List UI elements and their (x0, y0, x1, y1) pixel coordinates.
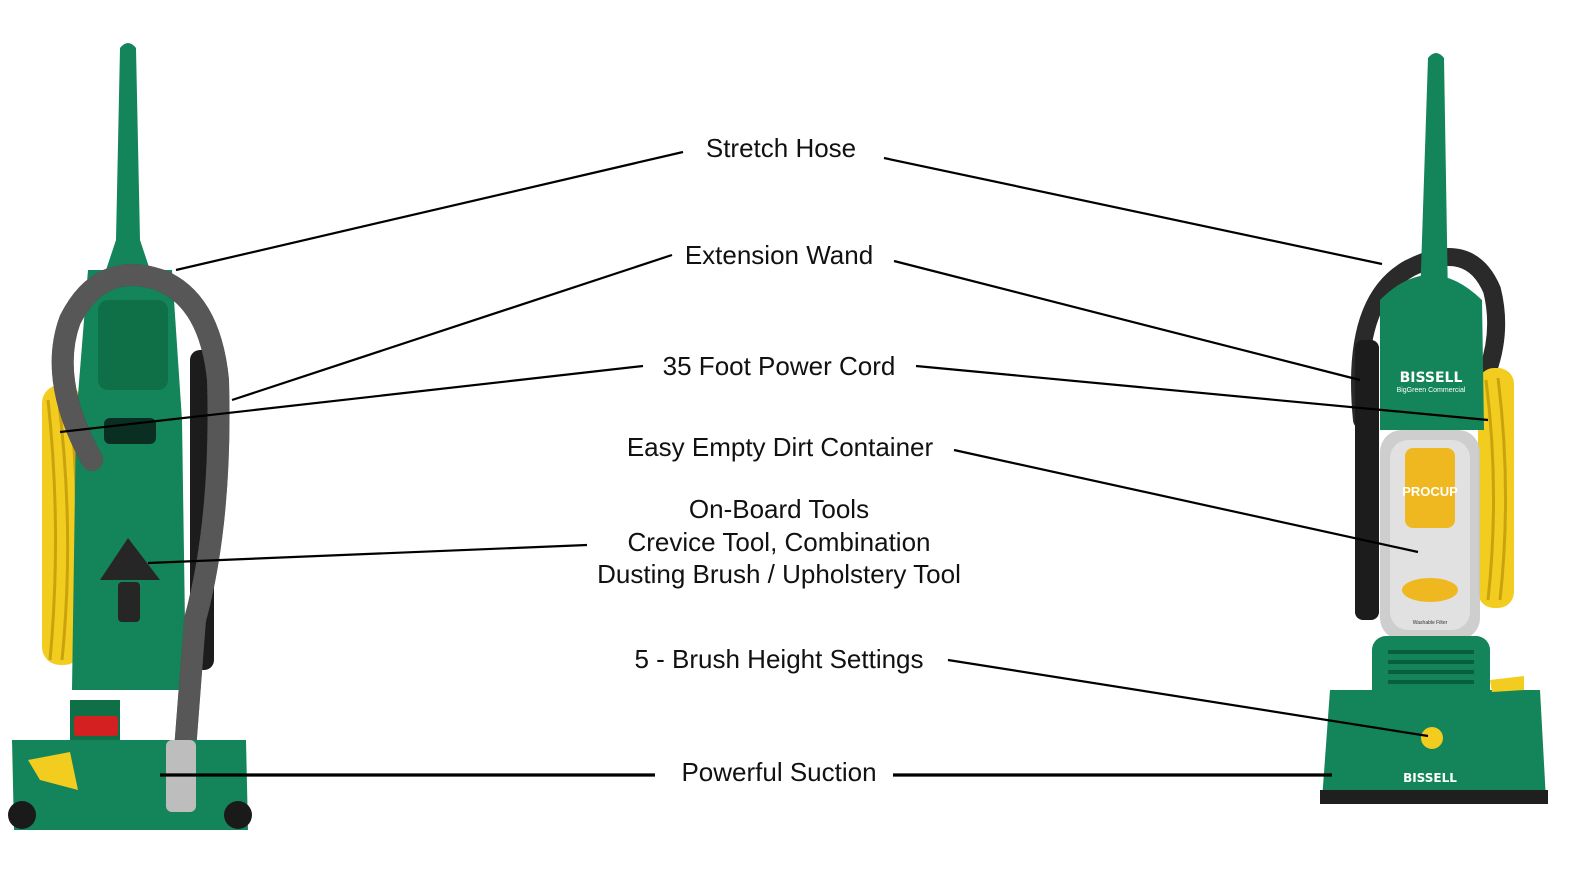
subbrand-logo: BigGreen Commercial (1397, 387, 1466, 394)
yellow-pedal (28, 752, 78, 790)
label-dirt-container: Easy Empty Dirt Container (627, 431, 933, 464)
leader-stretch-hose-right (883, 156, 1383, 266)
label-stretch-hose: Stretch Hose (706, 132, 856, 165)
dirt-bowl (1402, 578, 1458, 602)
leader-brush-height (947, 658, 1429, 738)
label-line: 35 Foot Power Cord (662, 351, 896, 381)
leader-extension-wand-right (893, 259, 1361, 382)
yellow-pedal-front (1490, 676, 1524, 692)
handle (106, 43, 150, 270)
upper-body-front (1380, 275, 1484, 430)
label-line: Extension Wand (684, 240, 874, 270)
leader-lines (59, 150, 1489, 777)
extension-wand-front (1355, 340, 1379, 620)
base-brand-logo: BISSELL (1403, 771, 1457, 785)
label-extension-wand: Extension Wand (685, 239, 873, 272)
handle-front (1420, 53, 1448, 300)
onboard-tool-brush (100, 538, 160, 580)
red-latch (74, 716, 118, 736)
base-back (12, 740, 248, 830)
cyclone-filter (1405, 448, 1455, 528)
label-brush-height: 5 - Brush Height Settings (634, 643, 923, 676)
wheel-right (224, 801, 252, 829)
leader-onboard-tools (147, 543, 588, 565)
leader-dirt-container (953, 448, 1419, 554)
height-knob (1421, 727, 1443, 749)
vacuum-back-view (8, 43, 252, 830)
leader-power-cord-left (59, 364, 644, 434)
procup-logo: PROCUP (1402, 484, 1458, 499)
label-onboard-tools: On-Board Tools Crevice Tool, Combination… (597, 493, 961, 591)
label-line: Crevice Tool, Combination (627, 526, 931, 557)
label-line: Powerful Suction (681, 757, 877, 787)
label-line: Stretch Hose (705, 133, 857, 163)
label-line: Easy Empty Dirt Container (626, 432, 934, 462)
wheel-left (8, 801, 36, 829)
vacuum-front-view: BISSELL BigGreen Commercial PROCUP Washa… (1320, 53, 1548, 804)
label-line: Dusting Brush / Upholstery Tool (597, 559, 961, 589)
label-power-cord: 35 Foot Power Cord (663, 350, 896, 383)
label-suction: Powerful Suction (681, 756, 876, 789)
label-line: On-Board Tools (688, 494, 870, 524)
leader-power-cord-right (915, 364, 1489, 422)
leader-stretch-hose-left (175, 150, 684, 272)
leader-extension-wand-left (231, 253, 673, 402)
label-line: 5 - Brush Height Settings (634, 644, 924, 674)
washable-filter-text: Washable Filter (1413, 620, 1448, 626)
brand-logo: BISSELL (1400, 370, 1463, 386)
